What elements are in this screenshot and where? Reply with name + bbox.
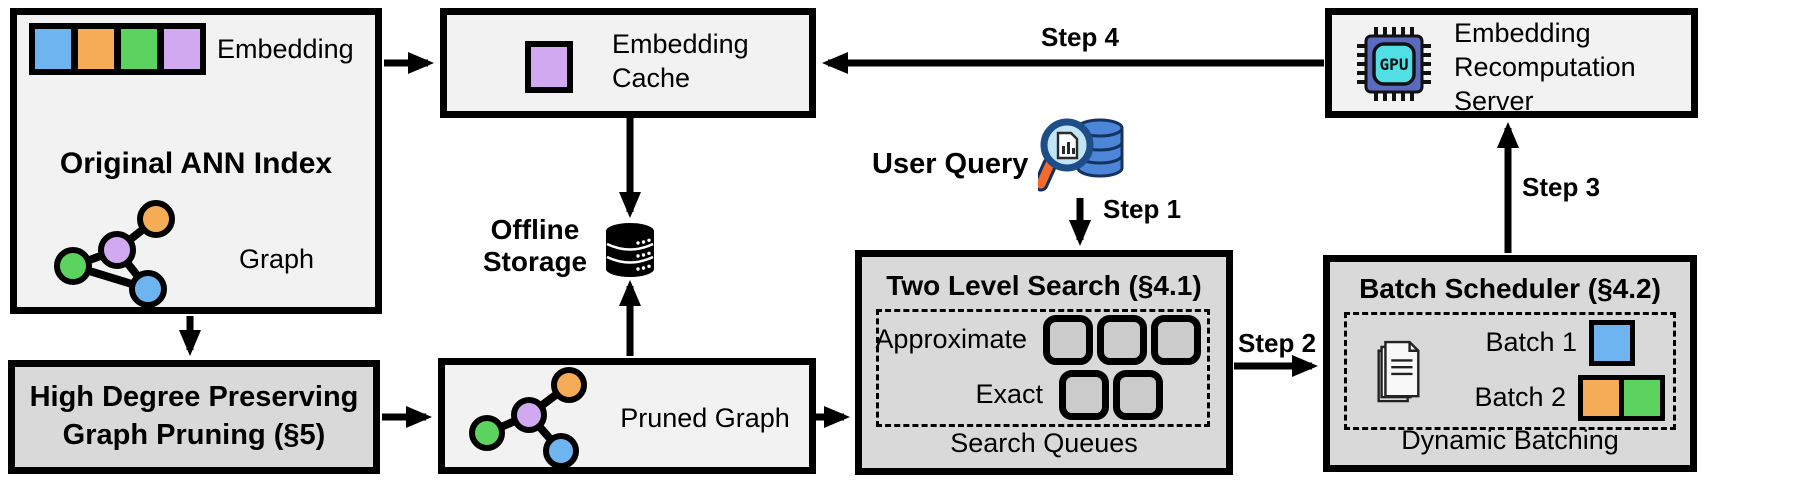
- original-ann-index-box: Embedding Original ANN Index Graph: [10, 8, 382, 314]
- green-square: [1619, 374, 1665, 421]
- batch-scheduler-title: Batch Scheduler (§4.2): [1359, 273, 1661, 304]
- green-square: [115, 23, 163, 75]
- exact-slots: [1055, 369, 1163, 420]
- ann-index-title: Original ANN Index: [59, 147, 333, 180]
- purple-square: [525, 41, 573, 93]
- embedding-vector: [29, 23, 206, 75]
- two-level-search-title: Two Level Search (§4.1): [886, 270, 1202, 301]
- user-query-label: User Query: [872, 148, 1029, 180]
- pruned-graph-icon: [469, 367, 587, 469]
- batch-scheduler-box: Batch Scheduler (§4.2) Batch 1 Batch 2 D…: [1323, 255, 1697, 472]
- queue-slot: [1097, 314, 1147, 365]
- step-4-label: Step 4: [1040, 22, 1120, 52]
- search-queues-label: Search Queues: [950, 428, 1138, 458]
- batch-2-label: Batch 2: [1474, 382, 1566, 412]
- batch-2-row: Batch 2: [1347, 370, 1673, 425]
- offline-storage-label: Offline Storage: [482, 214, 588, 278]
- queue-slot: [1113, 369, 1163, 420]
- embedding-label: Embedding: [217, 34, 354, 64]
- exact-queue-row: Exact: [879, 367, 1207, 422]
- graph-pruning-label: High Degree Preserving Graph Pruning (§5…: [29, 381, 359, 451]
- document-glyph: [1056, 131, 1079, 160]
- gpu-chip-icon: GPU: [1357, 27, 1431, 101]
- approximate-slots: [1039, 314, 1201, 365]
- approximate-queue-row: Approximate: [875, 312, 1207, 367]
- gpu-chip-text: GPU: [1380, 55, 1409, 74]
- queue-slot: [1151, 314, 1201, 365]
- user-query-icon: [1038, 118, 1124, 192]
- approximate-label: Approximate: [875, 324, 1027, 354]
- purple-square: [158, 23, 206, 75]
- step-3-label: Step 3: [1522, 172, 1601, 202]
- dynamic-batching-panel: Batch 1 Batch 2: [1344, 312, 1676, 430]
- batch-1-row: Batch 1: [1347, 315, 1673, 370]
- graph-icon: [54, 200, 175, 308]
- queue-slot: [1043, 314, 1093, 365]
- step-1-label: Step 1: [1103, 194, 1182, 224]
- graph-label: Graph: [239, 244, 315, 274]
- offline-storage-database-icon: [606, 223, 654, 277]
- cached-embedding-square: [525, 41, 573, 93]
- magnifier-icon: [1038, 118, 1094, 192]
- server-label: Embedding Recomputation Server: [1454, 18, 1636, 116]
- batch-2-squares: [1578, 374, 1665, 421]
- embedding-recomputation-server-box: GPU Embedding Recomputation Server: [1325, 8, 1698, 118]
- embedding-cache-box: Embedding Cache: [440, 8, 816, 118]
- documents-icon: [1377, 340, 1420, 403]
- batch-1-squares: [1589, 319, 1635, 366]
- queue-slot: [1059, 369, 1109, 420]
- step-2-label: Step 2: [1238, 328, 1317, 358]
- batch-1-label: Batch 1: [1485, 327, 1577, 357]
- dynamic-batching-label: Dynamic Batching: [1401, 425, 1619, 455]
- two-level-search-box: Two Level Search (§4.1) Approximate Exac…: [855, 250, 1233, 475]
- search-queues-panel: Approximate Exact: [875, 309, 1210, 427]
- exact-label: Exact: [975, 379, 1043, 409]
- embedding-cache-label: Embedding Cache: [612, 29, 749, 93]
- orange-square: [72, 23, 120, 75]
- orange-square: [1578, 374, 1624, 421]
- blue-square: [1589, 319, 1635, 366]
- graph-pruning-box: High Degree Preserving Graph Pruning (§5…: [8, 360, 380, 474]
- pruned-graph-label: Pruned Graph: [620, 403, 790, 433]
- pruned-graph-box: Pruned Graph: [438, 358, 816, 474]
- blue-square: [29, 23, 77, 75]
